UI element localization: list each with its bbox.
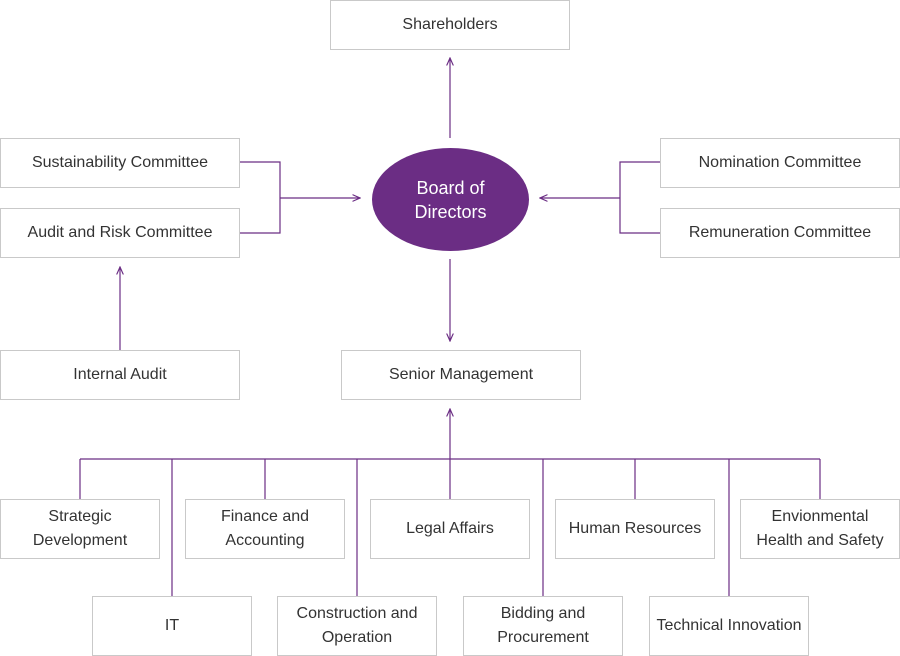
senior-management-label: Senior Management bbox=[388, 366, 534, 383]
human-resources-label: Human Resources bbox=[568, 520, 702, 537]
shareholders-box: Shareholders bbox=[330, 0, 570, 50]
finance-accounting-box: Finance and Accounting bbox=[185, 499, 345, 559]
ehs-box: Envionmental Health and Safety bbox=[740, 499, 900, 559]
internal-audit-box: Internal Audit bbox=[0, 350, 240, 400]
human-resources-box: Human Resources bbox=[555, 499, 715, 559]
strategic-development-box: Strategic Development bbox=[0, 499, 160, 559]
bidding-procurement-label: Bidding and Procurement bbox=[497, 605, 589, 646]
nomination-committee-box: Nomination Committee bbox=[660, 138, 900, 188]
department-drop-lines bbox=[79, 459, 821, 596]
remuneration-committee-box: Remuneration Committee bbox=[660, 208, 900, 258]
it-label: IT bbox=[164, 617, 180, 634]
construction-operation-box: Construction and Operation bbox=[277, 596, 437, 656]
audit-risk-committee-box: Audit and Risk Committee bbox=[0, 208, 240, 258]
board-of-directors-ellipse: Board of Directors bbox=[372, 148, 529, 251]
legal-affairs-label: Legal Affairs bbox=[406, 520, 494, 537]
technical-innovation-label: Technical Innovation bbox=[656, 617, 802, 634]
board-of-directors-label: Board of Directors bbox=[414, 177, 487, 222]
strategic-development-label: Strategic Development bbox=[32, 508, 128, 549]
remuneration-committee-label: Remuneration Committee bbox=[688, 224, 872, 241]
internal-audit-label: Internal Audit bbox=[73, 366, 167, 383]
ehs-label: Envionmental Health and Safety bbox=[756, 508, 884, 549]
technical-innovation-box: Technical Innovation bbox=[649, 596, 809, 656]
right-committees-bracket bbox=[540, 161, 660, 234]
nomination-committee-label: Nomination Committee bbox=[698, 154, 862, 171]
finance-accounting-label: Finance and Accounting bbox=[220, 508, 310, 549]
bidding-procurement-box: Bidding and Procurement bbox=[463, 596, 623, 656]
sustainability-committee-box: Sustainability Committee bbox=[0, 138, 240, 188]
construction-operation-label: Construction and Operation bbox=[296, 605, 418, 646]
sustainability-committee-label: Sustainability Committee bbox=[31, 154, 209, 171]
audit-risk-committee-label: Audit and Risk Committee bbox=[27, 224, 213, 241]
senior-management-box: Senior Management bbox=[341, 350, 581, 400]
shareholders-label: Shareholders bbox=[402, 16, 498, 33]
left-committees-bracket bbox=[240, 161, 360, 234]
it-box: IT bbox=[92, 596, 252, 656]
legal-affairs-box: Legal Affairs bbox=[370, 499, 530, 559]
